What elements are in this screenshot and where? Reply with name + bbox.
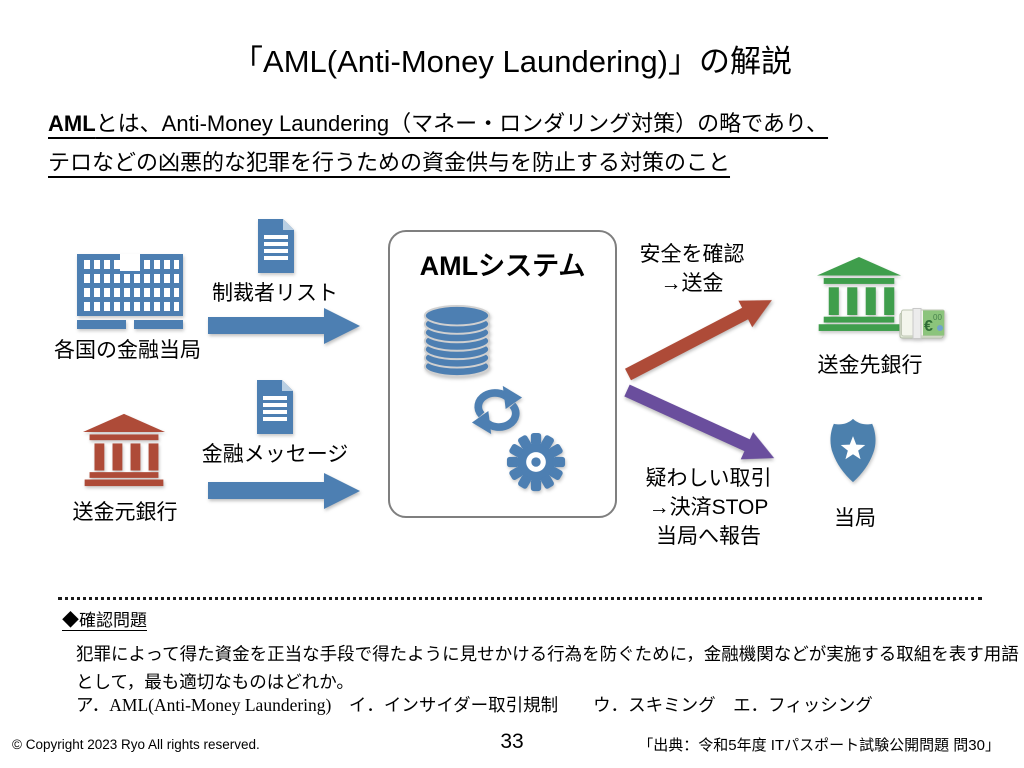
quiz-question-line-2: として，最も適切なものはどれか。 [76,672,354,692]
sanctions-list-label: 制裁者リスト [212,282,338,305]
dotted-separator [58,597,982,600]
gear-icon [506,432,566,492]
definition-line-1: AMLとは、Anti-Money Laundering（マネー・ロンダリング対策… [48,104,828,143]
svg-text:00: 00 [933,313,942,322]
police-badge-icon [830,418,876,483]
aml-system-box [388,230,617,518]
safe-flow-line-1: 安全を確認 [639,243,745,266]
definition-line-1-rest: とは、Anti-Money Laundering（マネー・ロンダリング対策）の略… [95,111,829,136]
destination-bank-label: 送金先銀行 [817,354,923,377]
footer-copyright: © Copyright 2023 Ryo All rights reserved… [12,737,260,752]
destination-bank-icon [817,257,901,331]
page-title: 「AML(Anti-Money Laundering)」の解説 [232,44,792,79]
definition-text: AMLとは、Anti-Money Laundering（マネー・ロンダリング対策… [48,104,828,182]
down-right-arrow-suspicious [624,384,750,452]
sender-bank-label: 送金元銀行 [72,501,178,524]
suspicious-flow-text: 疑わしい取引 →決済STOP 当局へ報告 [626,464,791,551]
definition-line-2: テロなどの凶悪的な犯罪を行うための資金供与を防止する対策のこと [48,150,731,175]
suspicious-flow-line-2: →決済STOP [648,496,769,519]
definition-term: AML [48,111,96,136]
euro-banknote-icon: € 00 [899,308,945,339]
quiz-question-line-1: 犯罪によって得た資金を正当な手段で得たように見せかける行為を防ぐために，金融機関… [76,644,1019,664]
page-number: 33 [500,730,524,753]
safe-flow-text: 安全を確認 →送金 [622,240,762,298]
sync-icon [471,385,523,435]
source-citation: 「出典：令和5年度 ITパスポート試験公開問題 問30」 [638,737,1000,754]
document-icon [258,219,294,273]
up-right-arrow-safe [624,307,749,381]
aml-system-title: AMLシステム [419,251,586,281]
suspicious-flow-line-1: 疑わしい取引 [645,467,772,490]
quiz-options: ア．AML(Anti-Money Laundering) イ．インサイダー取引規… [76,695,873,715]
authority-label: 当局 [834,507,876,530]
quiz-heading: ◆確認問題 [62,611,147,630]
sender-bank-icon [83,413,165,487]
svg-text:€: € [924,318,933,335]
financial-message-label: 金融メッセージ [201,443,349,466]
right-arrow-message [208,482,324,499]
right-arrow-sanctions [208,317,324,334]
safe-flow-line-2: →送金 [660,272,724,295]
database-icon [423,304,491,378]
office-building-icon [77,254,183,329]
financial-authorities-label: 各国の金融当局 [54,339,201,362]
document-icon [257,380,293,434]
suspicious-flow-line-3: 当局へ報告 [656,525,761,548]
